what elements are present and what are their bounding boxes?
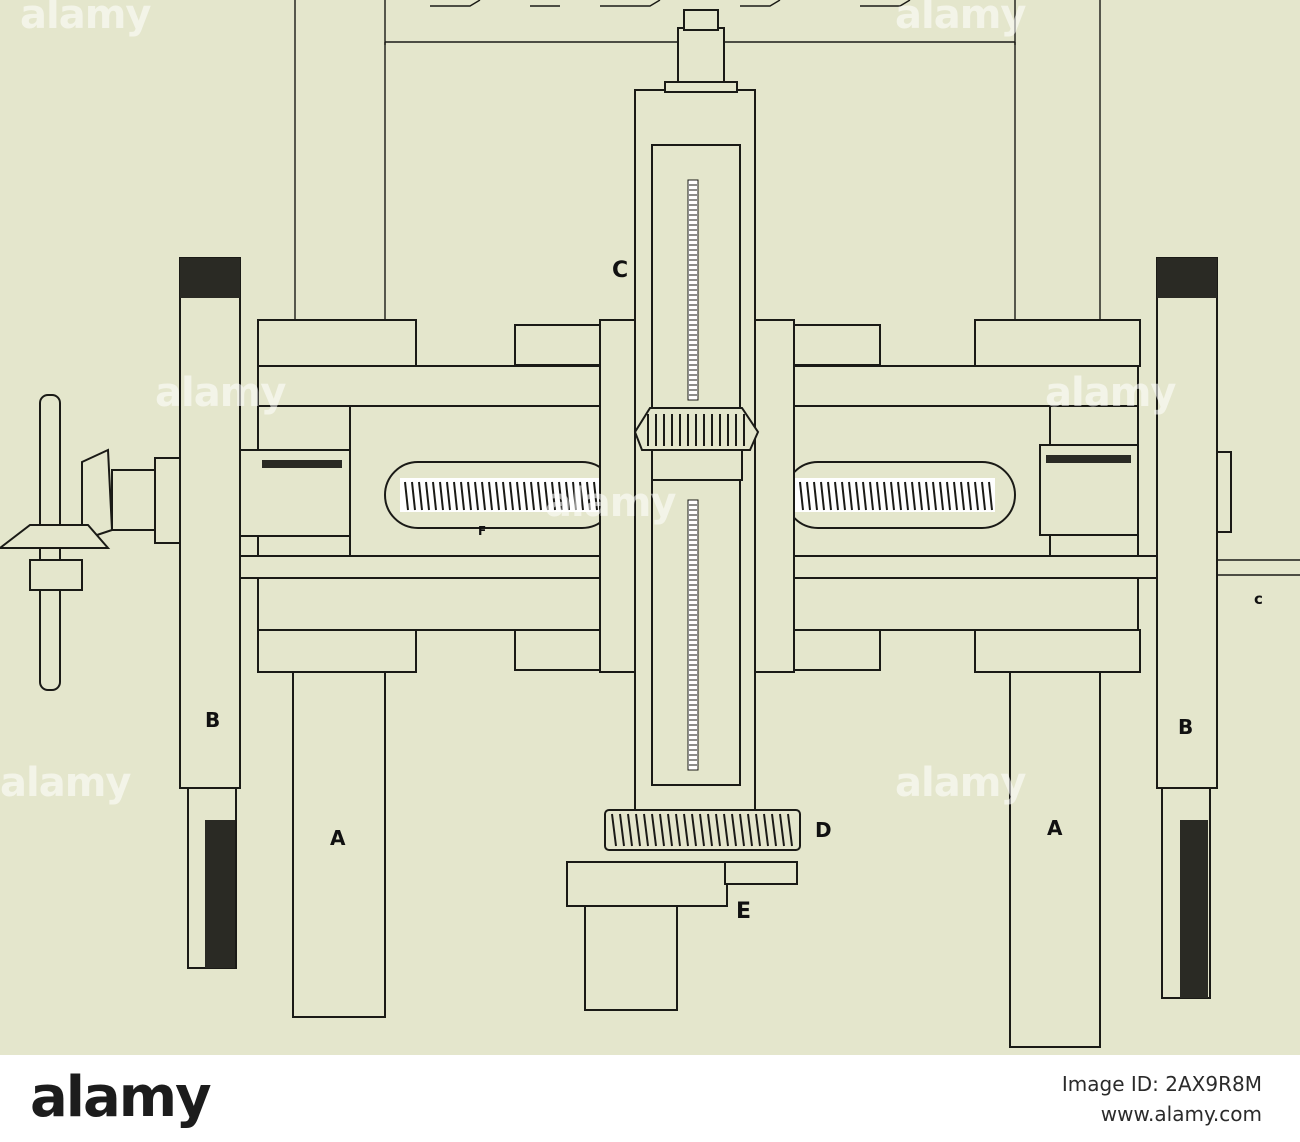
shaft-end-c [1216, 451, 1300, 576]
crank-handle [0, 394, 181, 691]
label-b-left: B [205, 708, 220, 732]
upper-post-right [1014, 0, 1101, 320]
upright-b-right [1156, 257, 1218, 999]
watermark: alamy [895, 760, 1026, 806]
watermark: alamy [545, 480, 676, 526]
roller-right [1039, 444, 1139, 536]
watermark: alamy [895, 0, 1026, 38]
label-f: F [478, 524, 486, 538]
brand-logo: alamy [30, 1065, 212, 1130]
footer-bar: alamy Image ID: 2AX9R8M www.alamy.com [0, 1055, 1300, 1142]
gear-d [604, 809, 801, 851]
bracket-e [566, 861, 798, 1011]
spindle-top-nut [664, 9, 738, 93]
label-c-upper: C [612, 258, 628, 283]
upright-b-left [179, 257, 241, 969]
upper-post-left [294, 0, 386, 320]
post-a-right [1009, 671, 1101, 1048]
image-id: Image ID: 2AX9R8M [1061, 1072, 1262, 1096]
watermark: alamy [20, 0, 151, 38]
post-a-left [292, 671, 386, 1018]
label-b-right: B [1178, 715, 1193, 739]
label-a-right: A [1047, 816, 1063, 840]
feed-screw-slot-right [784, 461, 1016, 529]
machine-diagram: C c B B A A D E F [0, 0, 1300, 1048]
label-a-left: A [330, 826, 346, 850]
site-url: www.alamy.com [1100, 1102, 1262, 1126]
label-d: D [815, 818, 832, 842]
label-c-lower: c [1254, 590, 1263, 608]
label-e: E [736, 899, 751, 924]
watermark: alamy [1045, 370, 1176, 416]
spindle-bevel-gear [633, 407, 760, 481]
image-id-block: Image ID: 2AX9R8M www.alamy.com [1062, 1069, 1262, 1129]
watermark: alamy [155, 370, 286, 416]
roller-left [239, 449, 351, 537]
feed-screw-slot-left [384, 461, 616, 529]
watermark: alamy [0, 760, 131, 806]
